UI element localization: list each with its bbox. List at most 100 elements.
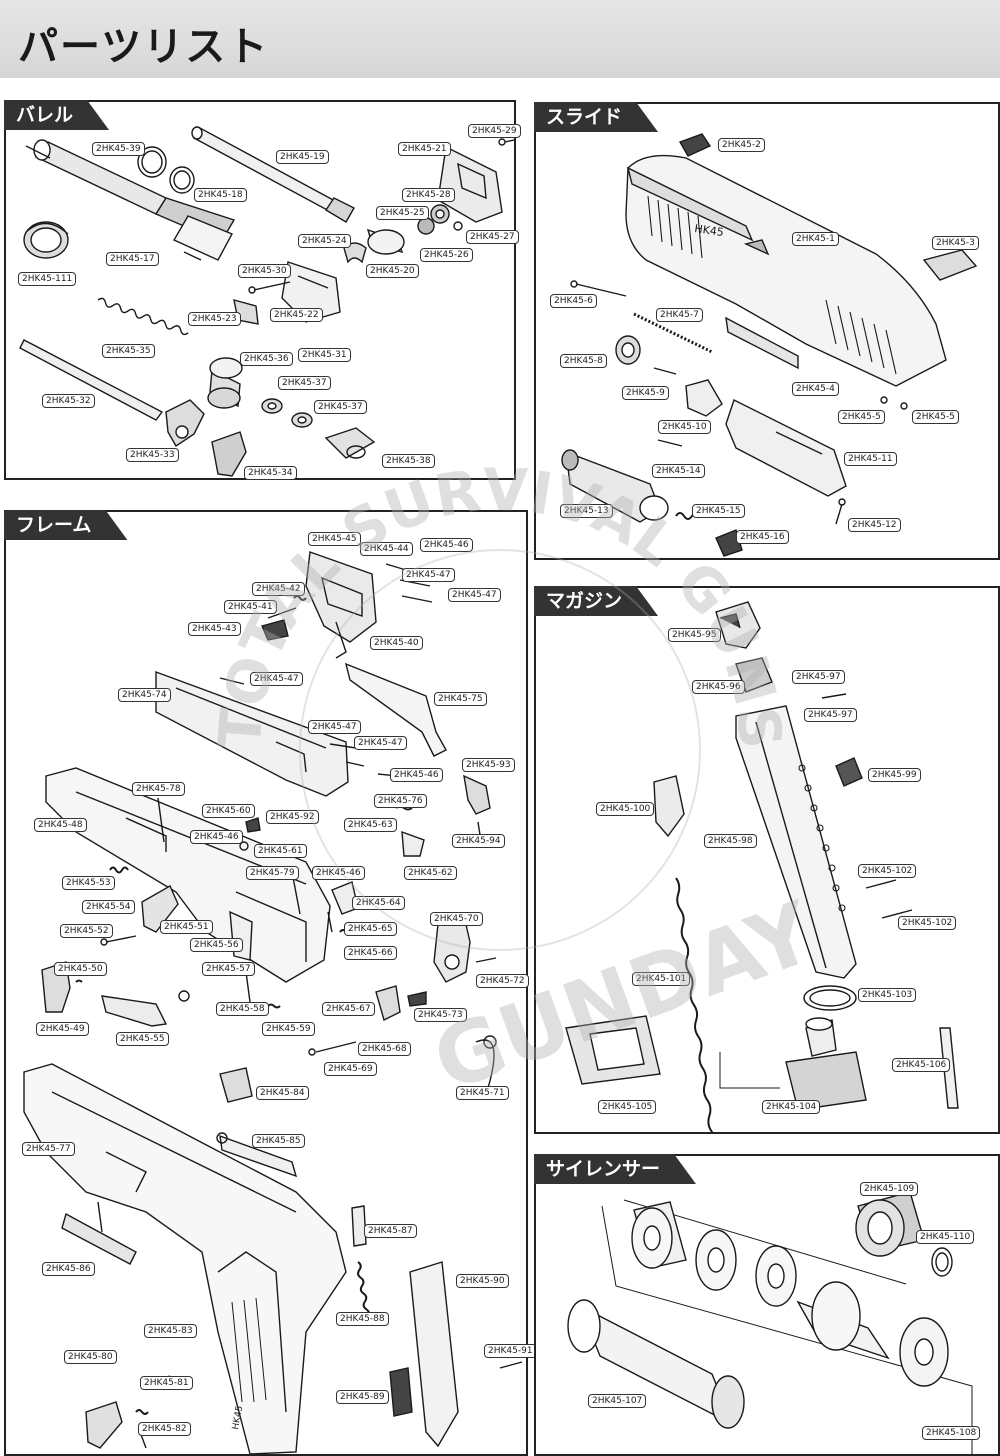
part-label: 2HK45-69 <box>324 1062 377 1076</box>
part-label: 2HK45-31 <box>298 348 351 362</box>
part-label: 2HK45-110 <box>916 1230 975 1244</box>
part-label: 2HK45-93 <box>462 758 515 772</box>
lower-frame <box>23 1063 347 1454</box>
part-label: 2HK45-37 <box>314 400 367 414</box>
part-label: 2HK45-81 <box>140 1376 193 1390</box>
part-label: 2HK45-83 <box>144 1324 197 1338</box>
part-label: 2HK45-50 <box>54 962 107 976</box>
part-label: 2HK45-85 <box>252 1134 305 1148</box>
part-label: 2HK45-30 <box>238 264 291 278</box>
part-label: 2HK45-46 <box>390 768 443 782</box>
o-ring-18 <box>169 166 195 194</box>
page-title: パーツリスト <box>18 24 270 70</box>
part-label: 2HK45-56 <box>190 938 243 952</box>
hop-arm-24 <box>343 242 367 264</box>
part-label: 2HK45-102 <box>898 916 957 930</box>
recoil-spring <box>97 297 189 336</box>
part-label: 2HK45-96 <box>692 680 745 694</box>
part-label: 2HK45-13 <box>560 504 613 518</box>
part-label: 2HK45-70 <box>430 912 483 926</box>
part-label: 2HK45-45 <box>308 532 361 546</box>
part-label: 2HK45-63 <box>344 818 397 832</box>
part-label: 2HK45-35 <box>102 344 155 358</box>
part-label: 2HK45-39 <box>92 142 145 156</box>
magazine-panel: マガジン 2HK45-95 2HK45-97 2HK45-96 2HK45-97… <box>534 586 1000 1134</box>
part-label: 2HK45-37 <box>278 376 331 390</box>
part-label: 2HK45-28 <box>402 188 455 202</box>
slide-section-title: スライド <box>534 102 658 132</box>
svg-text:HK45: HK45 <box>694 222 725 239</box>
part-label: 2HK45-38 <box>382 454 435 468</box>
part-label: 2HK45-59 <box>262 1022 315 1036</box>
part-label: 2HK45-41 <box>224 600 277 614</box>
part-label: 2HK45-19 <box>276 150 329 164</box>
part-label: 2HK45-76 <box>374 794 427 808</box>
hammer-housing <box>305 551 377 643</box>
silencer-section-title: サイレンサー <box>534 1154 696 1184</box>
part-label: 2HK45-100 <box>596 802 655 816</box>
part-label: 2HK45-99 <box>868 768 921 782</box>
part-label: 2HK45-65 <box>344 922 397 936</box>
part-label: 2HK45-46 <box>420 538 473 552</box>
part-label: 2HK45-14 <box>652 464 705 478</box>
part-label: 2HK45-72 <box>476 974 529 988</box>
slide-spring <box>633 312 713 354</box>
slide-parts-drawing: HK45 <box>561 133 978 557</box>
part-label: 2HK45-73 <box>414 1008 467 1022</box>
barrel-parts-drawing <box>19 126 514 477</box>
magazine-body <box>735 705 857 979</box>
part-label: 2HK45-105 <box>598 1100 657 1114</box>
part-label: 2HK45-9 <box>622 386 669 400</box>
part-label: 2HK45-94 <box>452 834 505 848</box>
part-label: 2HK45-46 <box>312 866 365 880</box>
part-label: 2HK45-54 <box>82 900 135 914</box>
part-label: 2HK45-24 <box>298 234 351 248</box>
part-label: 2HK45-80 <box>64 1350 117 1364</box>
part-label: 2HK45-47 <box>250 672 303 686</box>
backstrap-90 <box>409 1261 459 1448</box>
part-label: 2HK45-111 <box>18 272 77 286</box>
barrel-section-title: バレル <box>4 100 109 130</box>
part-label: 2HK45-86 <box>42 1262 95 1276</box>
part-label: 2HK45-47 <box>402 568 455 582</box>
svg-text:HK45: HK45 <box>231 1405 245 1430</box>
part-label: 2HK45-18 <box>194 188 247 202</box>
part-label: 2HK45-52 <box>60 924 113 938</box>
part-label: 2HK45-89 <box>336 1390 389 1404</box>
part-label: 2HK45-36 <box>240 352 293 366</box>
part-label: 2HK45-29 <box>468 124 521 138</box>
part-label: 2HK45-21 <box>398 142 451 156</box>
part-label: 2HK45-67 <box>322 1002 375 1016</box>
part-label: 2HK45-92 <box>266 810 319 824</box>
part-label: 2HK45-11 <box>844 452 897 466</box>
part-label: 2HK45-51 <box>160 920 213 934</box>
part-label: 2HK45-75 <box>434 692 487 706</box>
part-label: 2HK45-42 <box>252 582 305 596</box>
frame-panel: HK45 フレーム 2HK45-45 2HK45-44 2HK45-46 2HK… <box>4 510 537 1456</box>
part-label: 2HK45-103 <box>858 988 917 1002</box>
locking-block-33 <box>165 399 205 447</box>
part-label: 2HK45-34 <box>244 466 297 480</box>
part-label: 2HK45-47 <box>308 720 361 734</box>
part-label: 2HK45-15 <box>692 504 745 518</box>
front-sight <box>922 249 978 281</box>
slide-body: HK45 <box>625 154 947 387</box>
part-label: 2HK45-12 <box>848 518 901 532</box>
part-label: 2HK45-61 <box>254 844 307 858</box>
part-label: 2HK45-2 <box>718 138 765 152</box>
part-label: 2HK45-47 <box>448 588 501 602</box>
frame-parts-drawing: HK45 <box>23 551 523 1454</box>
recoil-buffer <box>207 357 243 409</box>
part-label: 2HK45-98 <box>704 834 757 848</box>
part-label: 2HK45-47 <box>354 736 407 750</box>
part-label: 2HK45-62 <box>404 866 457 880</box>
part-label: 2HK45-26 <box>420 248 473 262</box>
part-label: 2HK45-4 <box>792 382 839 396</box>
part-label: 2HK45-106 <box>892 1058 951 1072</box>
outer-barrel <box>25 139 236 261</box>
part-label: 2HK45-16 <box>736 530 789 544</box>
part-label: 2HK45-90 <box>456 1274 509 1288</box>
part-label: 2HK45-3 <box>932 236 979 250</box>
guide-rod <box>19 339 164 421</box>
part-label: 2HK45-55 <box>116 1032 169 1046</box>
